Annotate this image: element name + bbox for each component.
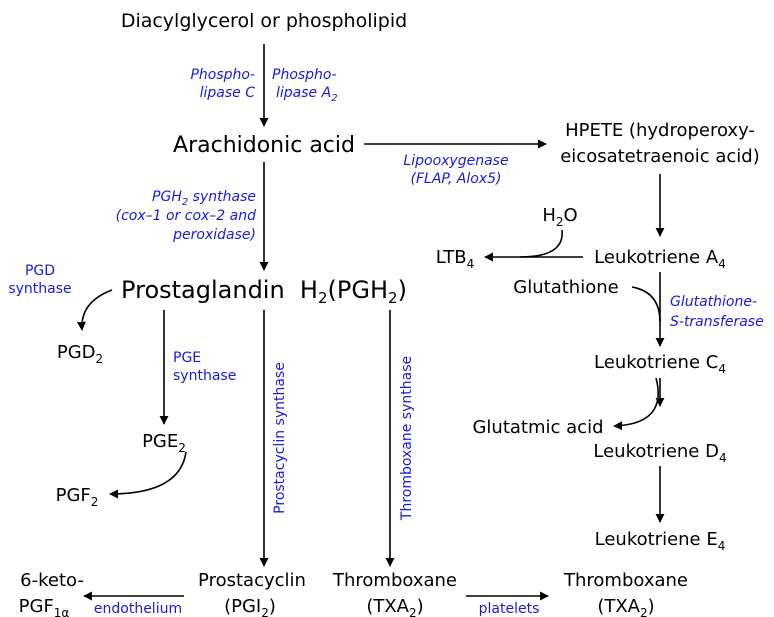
node-source: Diacylglycerol or phospholipid [121,10,407,32]
node-glutamic-acid: Glutatmic acid [472,417,603,438]
node-thromboxane-line2: (TXA2) [366,596,423,617]
label-pgh2-synthase-line3: peroxidase) [172,227,256,243]
label-phospholipase-a2-line1: Phospho- [272,67,337,83]
arrows [76,44,665,601]
node-ltb4: LTB4 [436,247,475,271]
label-phospholipase-a2-line2: lipase A2 [276,85,338,104]
label-phospholipase-c-line1: Phospho- [190,67,255,83]
label-endothelium: endothelium [94,601,182,617]
node-thromboxane-line1: Thromboxane [332,570,457,591]
arrow-pge2-to-pgf2 [109,451,187,499]
node-leukotriene-e4: Leukotriene E4 [595,529,726,553]
node-prostacyclin-line2: (PGI2) [224,596,276,617]
label-phospholipase-c-line2: lipase C [200,85,256,101]
label-pgh2-synthase-line1: PGH2 synthase [152,189,256,208]
node-leukotriene-c4: Leukotriene C4 [594,352,726,376]
label-gst-line1: Glutathione- [670,294,757,310]
arrow-pgh2-to-pgd2 [76,289,113,331]
enzyme-labels: Phospho- lipase C Phospho- lipase A2 Lip… [8,67,763,617]
node-water: H2O [542,205,577,229]
label-pgd-synthase-line1: PGD [25,263,55,279]
node-hpete-line2: eicosatetraenoic acid) [560,146,760,167]
node-6-keto-line2: PGF1α [19,596,70,617]
node-pge2: PGE2 [142,431,186,455]
node-leukotriene-d4: Leukotriene D4 [593,441,726,465]
label-pge-synthase-line1: PGE [173,350,201,366]
node-glutathione: Glutathione [513,277,618,298]
node-6-keto-line1: 6-keto- [20,570,84,591]
arrow-glutathione-curve [631,286,661,323]
node-hpete-line1: HPETE (hydroperoxy- [565,120,755,141]
arrow-water-curve [519,229,563,258]
nodes: Diacylglycerol or phospholipid Arachidon… [19,10,760,617]
label-prostacyclin-synthase: Prostacyclin synthase [272,362,288,514]
node-prostacyclin-line1: Prostacyclin [198,570,306,591]
label-pgd-synthase-line2: synthase [8,281,71,297]
node-leukotriene-a4: Leukotriene A4 [594,247,726,271]
label-platelets: platelets [479,601,540,617]
node-pgd2: PGD2 [57,342,103,366]
label-pgh2-synthase-line2: (cox–1 or cox–2 and [116,208,256,224]
node-thromboxane-2-line1: Thromboxane [563,570,688,591]
arrow-ltc4-to-glutamic-acid [613,377,659,431]
node-thromboxane-2-line2: (TXA2) [597,596,654,617]
label-gst-line2: S-transferase [670,314,764,330]
node-pgf2: PGF2 [56,485,99,509]
label-pge-synthase-line2: synthase [173,368,236,384]
label-lipooxygenase-line2: (FLAP, Alox5) [411,171,502,187]
node-pgh2: Prostaglandin H2(PGH2) [121,276,407,307]
label-lipooxygenase-line1: Lipooxygenase [403,153,508,169]
node-arachidonic-acid: Arachidonic acid [173,133,355,158]
label-thromboxane-synthase: Thromboxane synthase [399,356,415,521]
